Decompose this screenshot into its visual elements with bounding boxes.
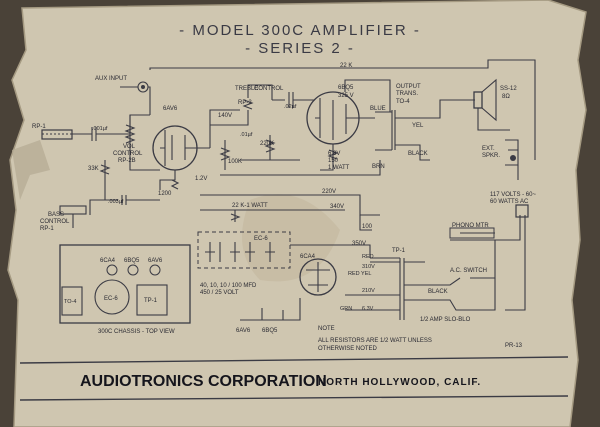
label-aux-input: AUX INPUT bbox=[95, 76, 127, 82]
label-220k: 220K bbox=[260, 141, 274, 147]
label-210v: 210V bbox=[362, 288, 375, 294]
label-325v: 325 V bbox=[338, 93, 354, 99]
label-6-8v: 6.8V bbox=[328, 151, 340, 157]
label-c-001: .001µf bbox=[92, 126, 108, 132]
schematic-labels: AUX INPUT RP-1 .001µf VOL CONTROL RP-2B … bbox=[32, 63, 536, 352]
label-power-rating: 117 VOLTS - 60~ bbox=[490, 192, 536, 198]
label-bass: BASS bbox=[48, 212, 64, 218]
label-grn: GRN bbox=[340, 306, 352, 312]
label-bass-control: CONTROL bbox=[40, 219, 70, 225]
label-blue: BLUE bbox=[370, 106, 386, 112]
label-tube-6bq5: 6BQ5 bbox=[338, 85, 354, 91]
label-33k: 33K bbox=[88, 166, 99, 172]
label-1-watt: 1 WATT bbox=[328, 165, 350, 171]
label-pins-6bq5: 6BQ5 bbox=[262, 328, 278, 334]
label-power-rating2: 60 WATTS AC bbox=[490, 199, 529, 205]
schematic-wiring bbox=[19, 59, 569, 401]
label-chassis-tp1: TP-1 bbox=[144, 298, 158, 304]
label-c-01: .01µf bbox=[240, 132, 253, 138]
footer-company: AUDIOTRONICS CORPORATION bbox=[80, 373, 327, 390]
label-chassis-title: 300C CHASSIS - TOP VIEW bbox=[98, 329, 175, 335]
label-tp1: TP-1 bbox=[392, 248, 406, 254]
label-340v: 340V bbox=[330, 204, 344, 210]
chassis-top-view bbox=[59, 244, 191, 324]
label-black: BLACK bbox=[408, 151, 428, 157]
label-red-yel: RED YEL bbox=[348, 271, 371, 277]
label-note-text: ALL RESISTORS ARE 1/2 WATT UNLESS bbox=[318, 338, 432, 344]
label-310v: 310V bbox=[362, 264, 375, 270]
label-22k-1watt: 22 K-1 WATT bbox=[232, 203, 268, 209]
label-150: 150 bbox=[328, 158, 339, 164]
label-vol-control: CONTROL bbox=[113, 151, 143, 157]
label-note: NOTE bbox=[318, 326, 335, 332]
label-treble: TREBLE bbox=[235, 86, 258, 92]
label-140v: 140V bbox=[218, 113, 232, 119]
label-chassis-to4: TO-4 bbox=[64, 299, 76, 305]
label-rp2b: RP-2B bbox=[118, 158, 136, 164]
label-chassis-ec6: EC-6 bbox=[104, 296, 118, 302]
label-rp2: RP-2 bbox=[238, 100, 252, 106]
label-chassis-6bq5: 6BQ5 bbox=[124, 258, 140, 264]
label-control: CONTROL bbox=[254, 86, 284, 92]
label-350v: 350V bbox=[352, 241, 366, 247]
label-caps-note2: 450 / 25 VOLT bbox=[200, 290, 239, 296]
label-ss12: SS-12 bbox=[500, 86, 517, 92]
label-1-2v: 1.2V bbox=[195, 176, 207, 182]
label-220v: 220V bbox=[322, 189, 336, 195]
label-100: 100 bbox=[362, 224, 373, 230]
label-chassis-6ca4: 6CA4 bbox=[100, 258, 116, 264]
label-ac-switch: A.C. SWITCH bbox=[450, 268, 487, 274]
label-rp1b: RP-1 bbox=[40, 226, 54, 232]
label-brn: BRN bbox=[372, 164, 385, 170]
label-c-003: .003µf bbox=[108, 199, 124, 205]
label-22k-top: 22 K bbox=[340, 63, 352, 69]
label-black2: BLACK bbox=[428, 289, 448, 295]
label-8-ohms: 8Ω bbox=[502, 94, 510, 100]
diagram-title: - MODEL 300C AMPLIFIER - bbox=[179, 22, 421, 39]
label-pins-6av6: 6AV6 bbox=[236, 328, 251, 334]
label-to4: TO-4 bbox=[396, 99, 410, 105]
label-red: RED bbox=[362, 254, 374, 260]
label-ext: EXT. bbox=[482, 146, 495, 152]
paper-tear-left bbox=[12, 140, 50, 200]
label-vol: VOL bbox=[123, 144, 136, 150]
label-spkr: SPKR. bbox=[482, 153, 500, 159]
label-output: OUTPUT bbox=[396, 84, 421, 90]
label-pr-number: PR-13 bbox=[505, 343, 523, 349]
label-1200: 1200 bbox=[158, 191, 172, 197]
label-ec6: EC-6 bbox=[254, 236, 268, 242]
diagram-subtitle: - SERIES 2 - bbox=[245, 40, 355, 57]
label-phono-mtr: PHONO MTR bbox=[452, 223, 489, 229]
label-6ca4: 6CA4 bbox=[300, 254, 316, 260]
label-note-text2: OTHERWISE NOTED bbox=[318, 346, 378, 352]
label-caps-note: 40, 10, 10 / 100 MFD bbox=[200, 283, 257, 289]
label-c-02: .02µf bbox=[284, 104, 297, 110]
label-trans: TRANS. bbox=[396, 91, 418, 97]
label-tube-6av6: 6AV6 bbox=[163, 106, 178, 112]
label-amp-slo-blo: 1/2 AMP SLO-BLO bbox=[420, 317, 471, 323]
label-100k: 100K bbox=[228, 159, 242, 165]
label-chassis-6av6: 6AV6 bbox=[148, 258, 163, 264]
footer-location: NORTH HOLLYWOOD, CALIF. bbox=[318, 377, 481, 388]
label-6-3v: 6.3V bbox=[362, 306, 374, 312]
label-yel: YEL bbox=[412, 123, 424, 129]
label-rp1: RP-1 bbox=[32, 124, 46, 130]
